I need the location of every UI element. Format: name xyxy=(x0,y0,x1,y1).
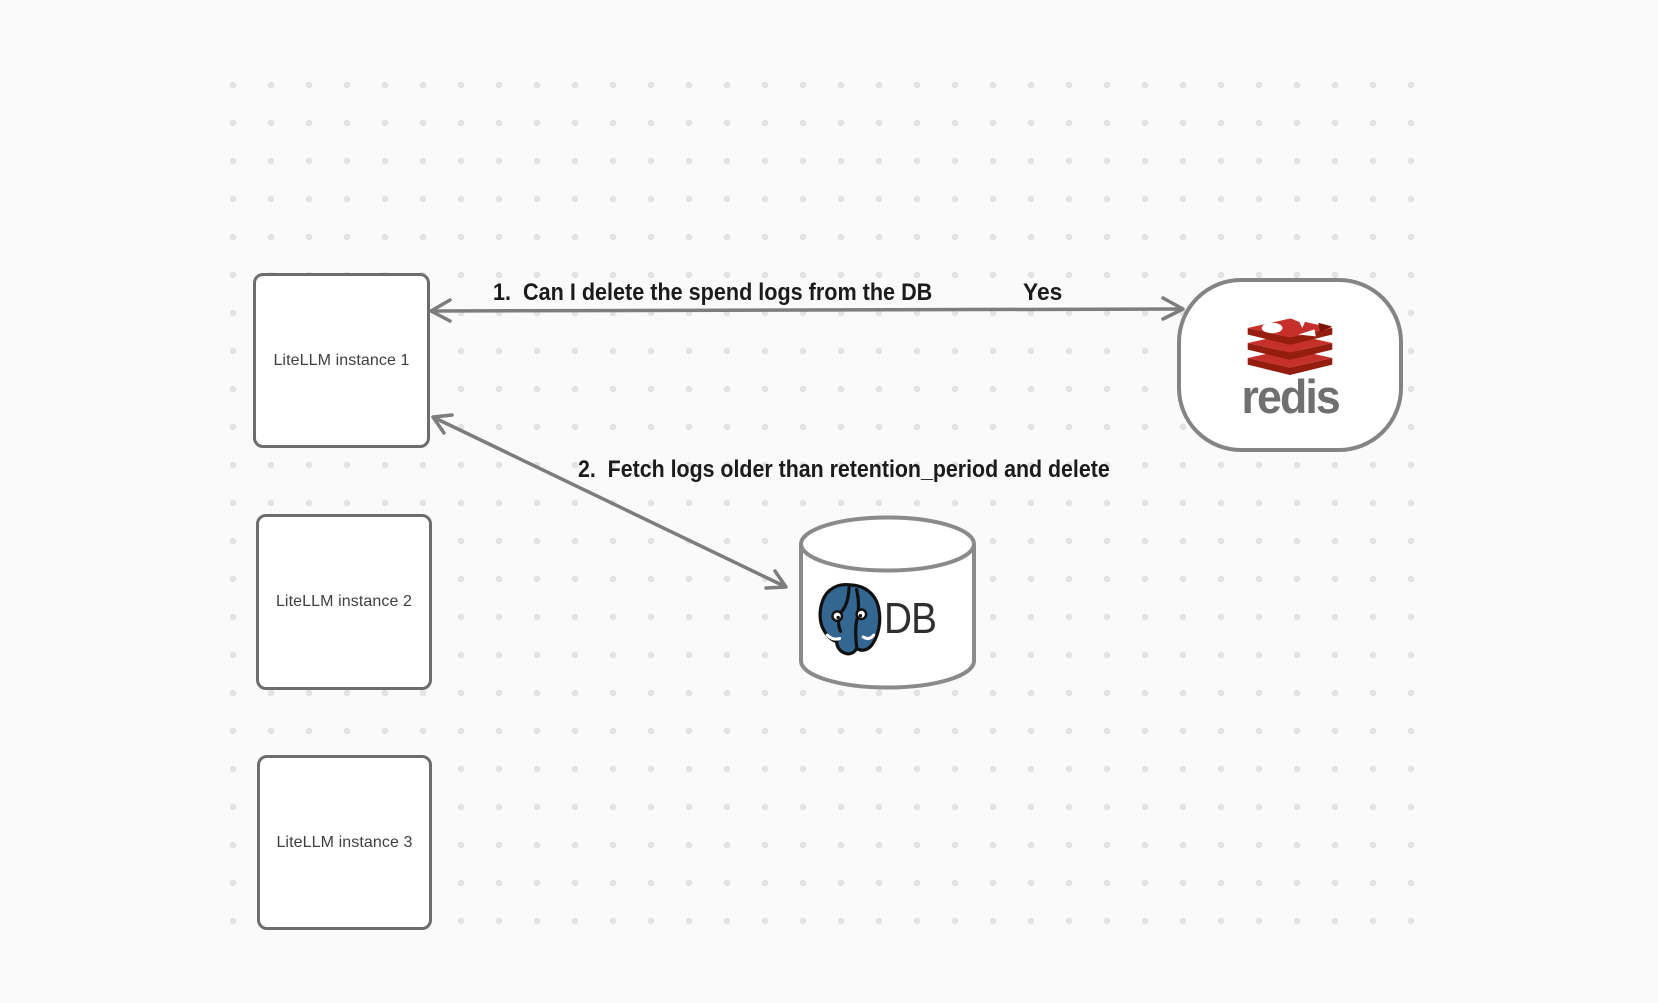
node-litellm-instance-2[interactable]: LiteLLM instance 2 xyxy=(256,514,432,690)
database-content: DB xyxy=(814,580,943,658)
arrow-fetch-logs[interactable] xyxy=(431,413,788,590)
redis-wordmark: redis xyxy=(1241,370,1340,423)
postgresql-elephant-icon xyxy=(818,582,882,656)
arrow1-response-label[interactable]: Yes xyxy=(1023,279,1063,306)
node-label: LiteLLM instance 2 xyxy=(275,593,413,610)
db-label: DB xyxy=(884,594,937,643)
arrow2-label[interactable]: 2. Fetch logs older than retention_perio… xyxy=(578,456,1110,483)
arrow-can-i-delete[interactable] xyxy=(429,296,1185,323)
arrow1-label[interactable]: 1. Can I delete the spend logs from the … xyxy=(493,279,933,306)
node-label: LiteLLM instance 1 xyxy=(273,351,410,369)
node-redis[interactable]: redis xyxy=(1177,278,1403,452)
node-litellm-instance-1[interactable]: LiteLLM instance 1 xyxy=(253,273,430,448)
node-litellm-instance-3[interactable]: LiteLLM instance 3 xyxy=(257,755,432,930)
node-label: LiteLLM instance 3 xyxy=(276,833,413,851)
redis-stack-logo-icon xyxy=(1247,311,1333,375)
